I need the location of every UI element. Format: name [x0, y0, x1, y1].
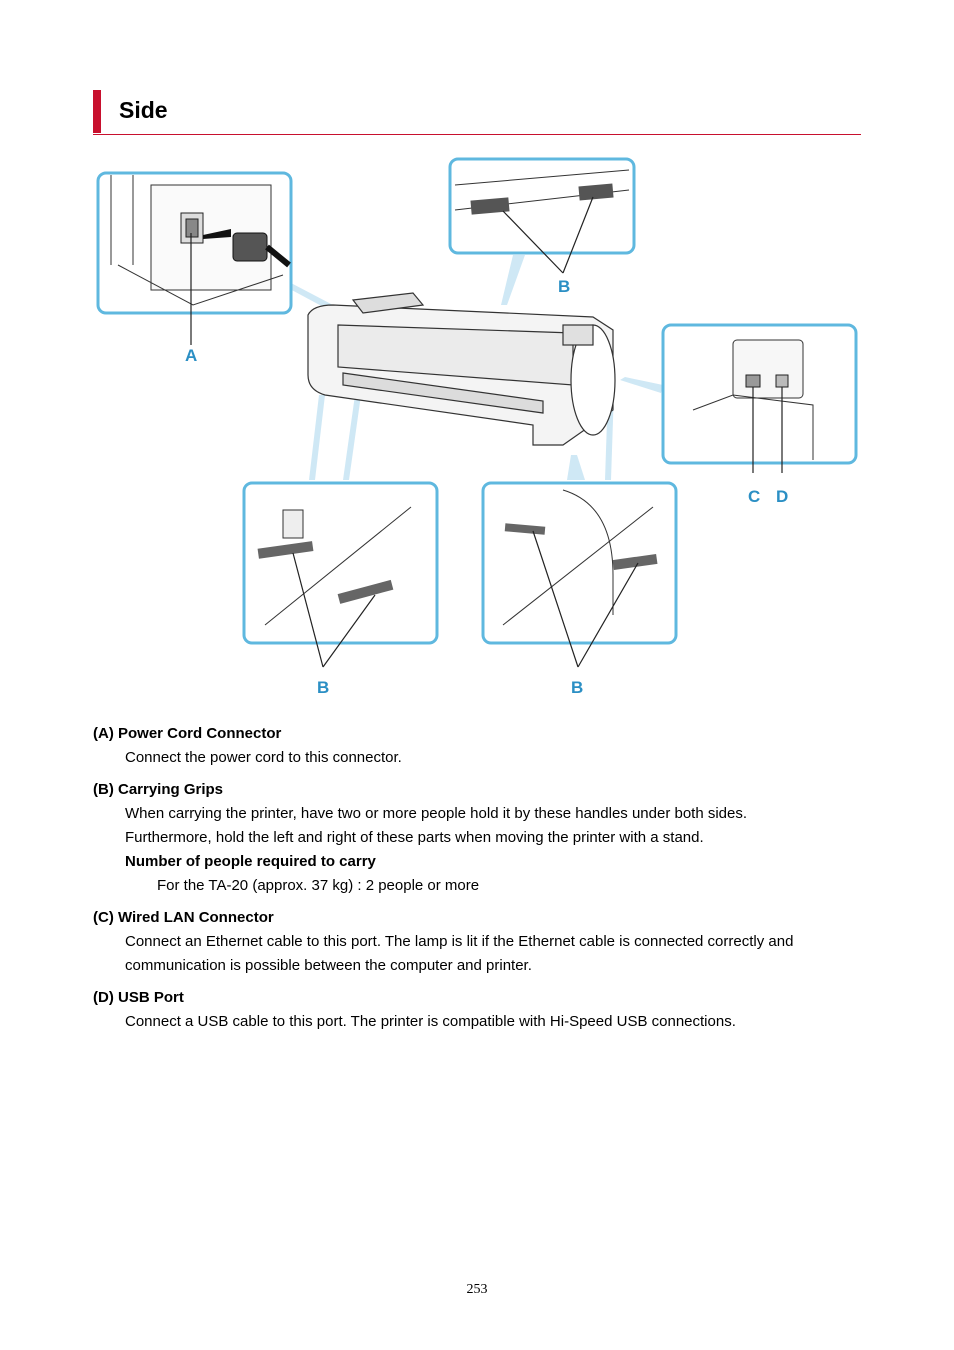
subterm-people-required: Number of people required to carry [125, 853, 376, 870]
inset-power-connector [96, 171, 293, 345]
inset-left-grips [242, 481, 439, 668]
inset-ports [661, 323, 858, 473]
page-number: 253 [466, 1282, 488, 1297]
section-title: Side [119, 97, 168, 123]
printer-side-figure: A B C D B B [93, 155, 861, 705]
heading-accent-bar [93, 90, 101, 133]
def-carrying-grips-line1: When carrying the printer, have two or m… [125, 805, 748, 822]
callout-a: A [185, 346, 198, 365]
def-wired-lan-line2: communication is possible between the co… [125, 957, 532, 974]
callout-c: C [748, 487, 761, 506]
callout-b-left: B [317, 678, 330, 697]
def-carrying-grips-line2: Furthermore, hold the left and right of … [125, 829, 704, 846]
term-wired-lan-connector: (C) Wired LAN Connector [93, 909, 274, 926]
section-heading: Side [93, 90, 861, 135]
def-usb-port: Connect a USB cable to this port. The pr… [125, 1013, 736, 1030]
projection-beams [288, 255, 663, 480]
term-carrying-grips: (B) Carrying Grips [93, 781, 224, 798]
printer-illustration [96, 157, 858, 668]
term-power-cord-connector: (A) Power Cord Connector [93, 725, 282, 742]
callout-b-top: B [558, 277, 571, 296]
term-usb-port: (D) USB Port [93, 989, 184, 1006]
callout-d: D [776, 487, 789, 506]
printer-body [307, 292, 616, 446]
def-wired-lan-line1: Connect an Ethernet cable to this port. … [125, 933, 794, 950]
def-power-cord-connector: Connect the power cord to this connector… [125, 749, 402, 766]
subdef-people-required: For the TA-20 (approx. 37 kg) : 2 people… [157, 877, 480, 894]
inset-right-grips [481, 481, 678, 668]
parts-description-list: (A) Power Cord Connector Connect the pow… [93, 722, 863, 1034]
callout-b-right: B [571, 678, 584, 697]
inset-top-grips [448, 157, 636, 274]
